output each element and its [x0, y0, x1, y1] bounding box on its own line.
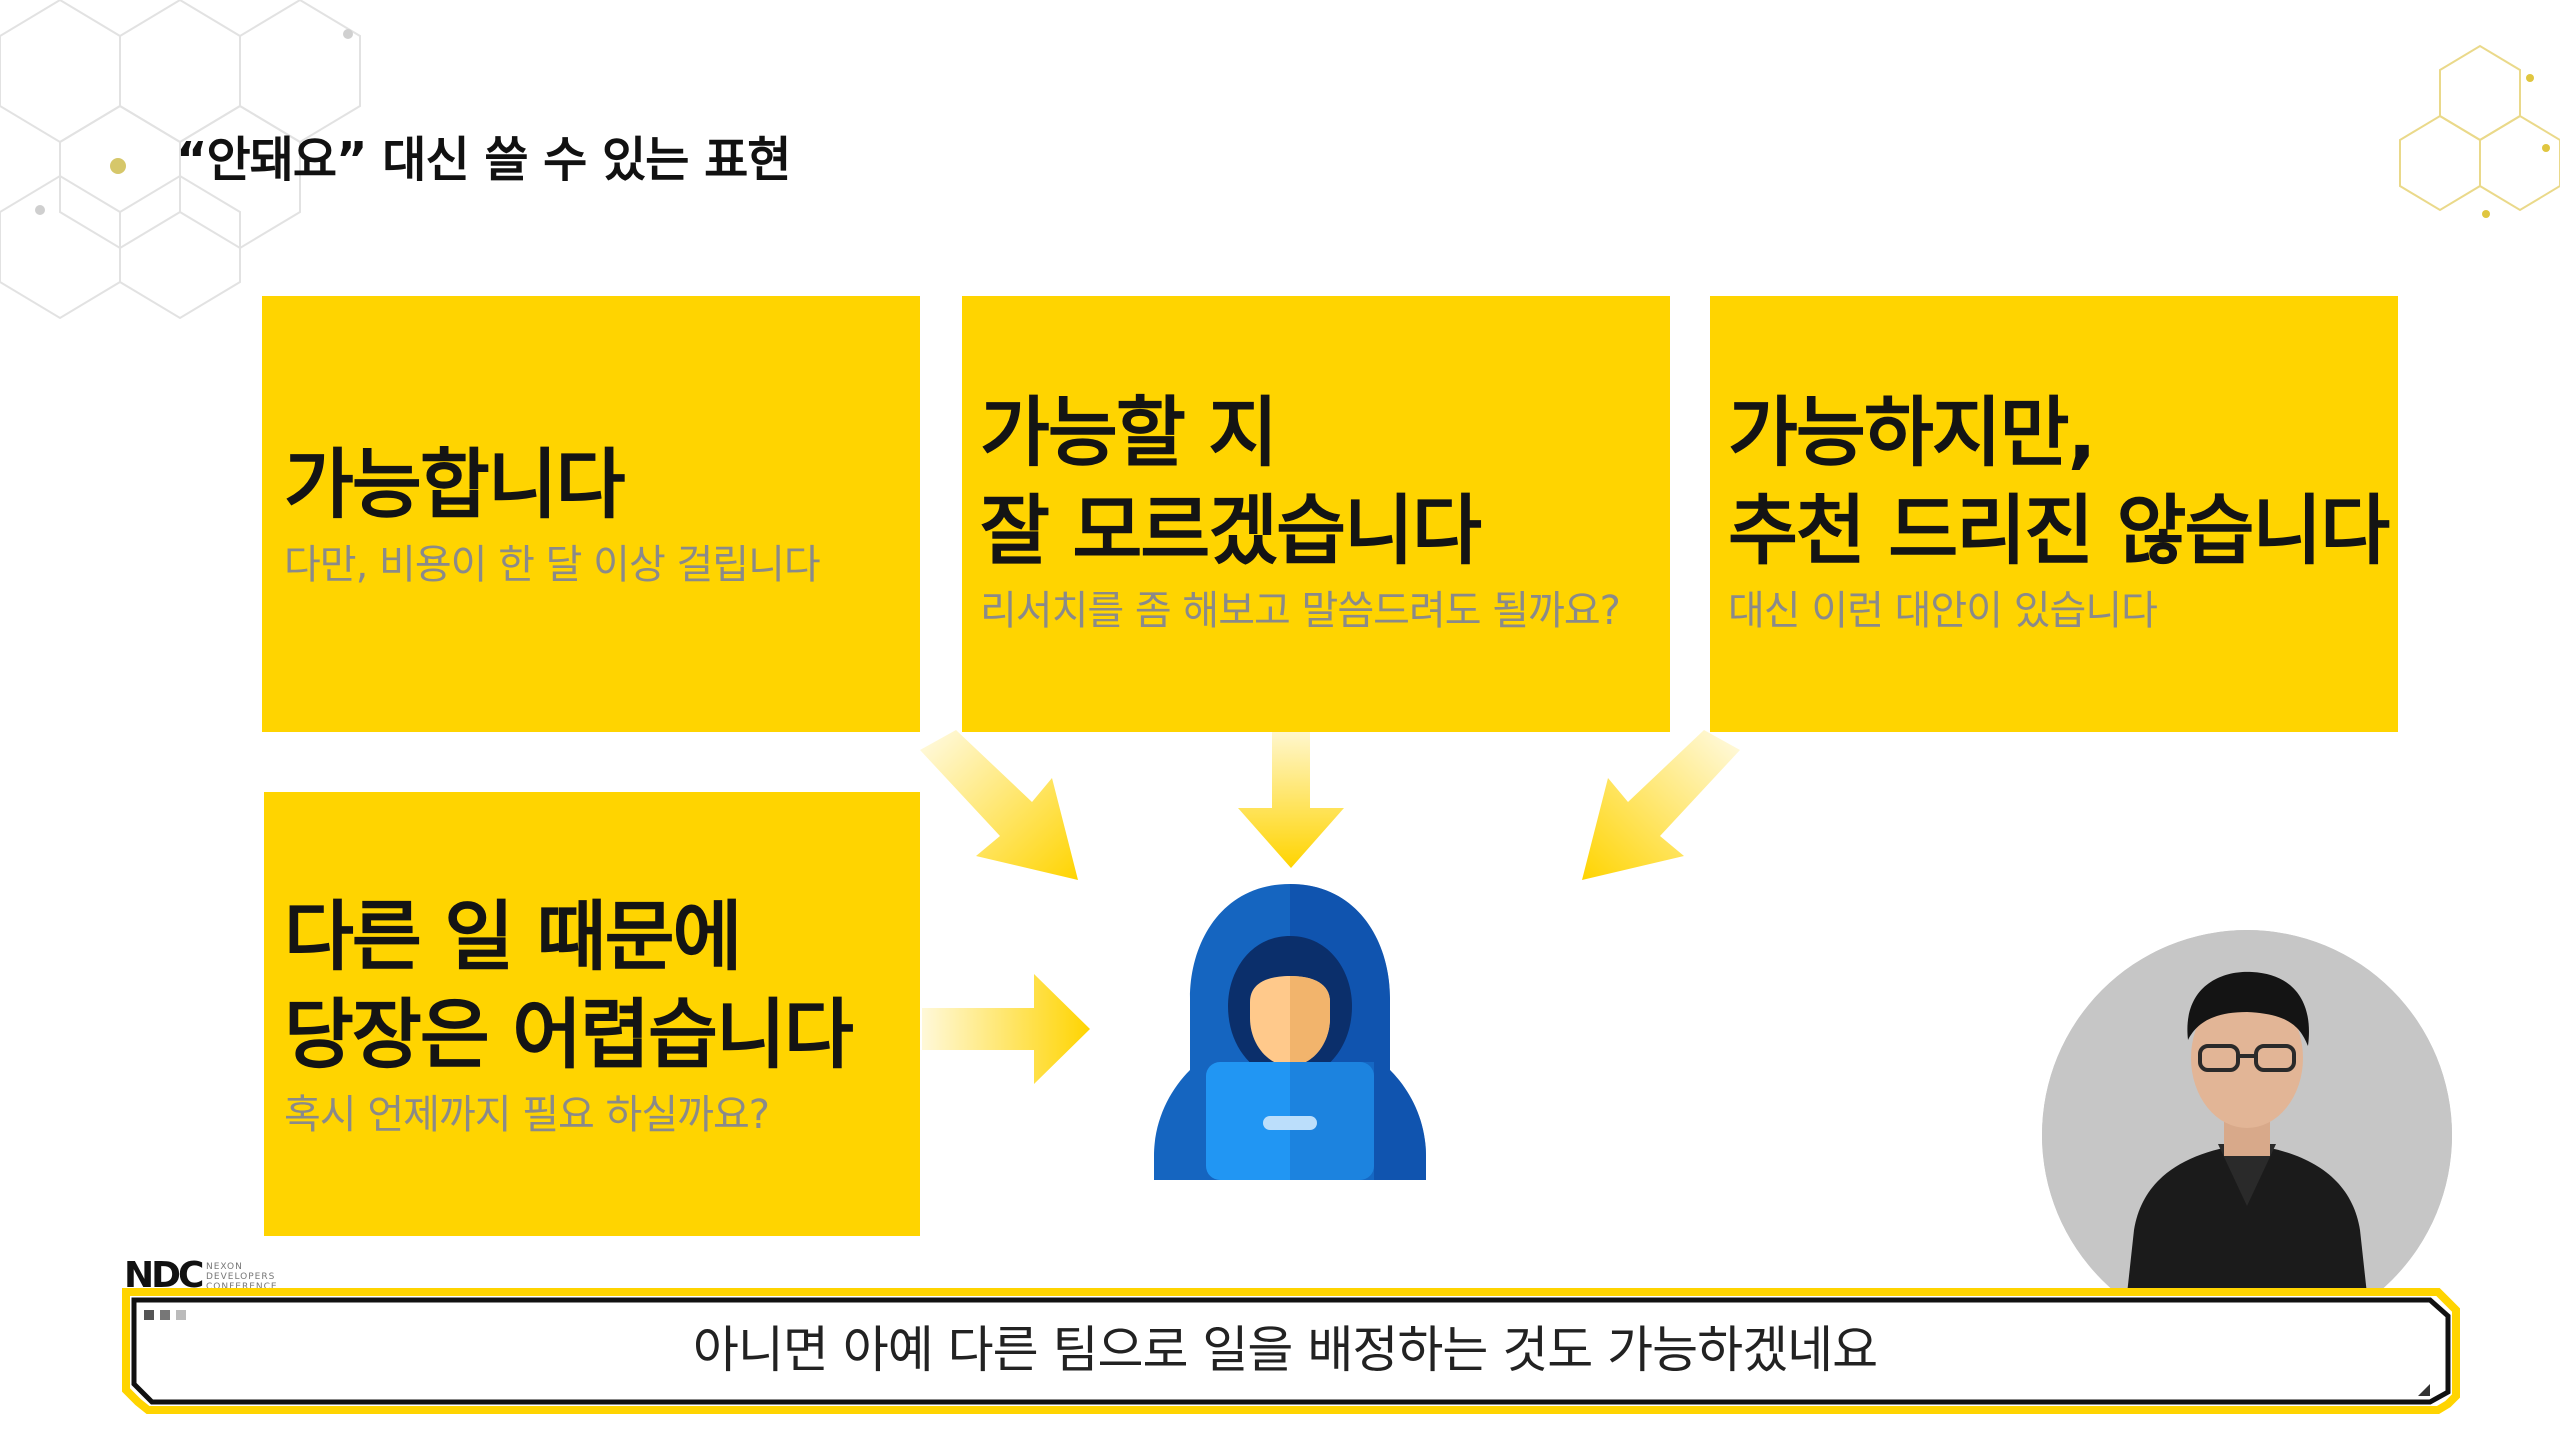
hooded-person-icon [1154, 884, 1426, 1180]
hexagon-pattern-decoration [0, 0, 361, 320]
card-heading-line: 다른 일 때문에 [284, 892, 742, 981]
ndc-logo-line: NEXON [206, 1262, 243, 1272]
card-heading-line: 가능합니다 [284, 440, 626, 529]
card-subtext: 다만, 비용이 한 달 이상 걸립니다 [284, 542, 821, 588]
arrow-icon-down [1238, 732, 1344, 868]
ndc-logo-mark: NDC [124, 1255, 204, 1296]
arrow-icon-diagonal-down-left [1582, 730, 1740, 880]
card-heading: 가능합니다 [284, 436, 920, 534]
arrow-icon-right [922, 974, 1090, 1084]
ndc-logo-line: CONFERENCE [206, 1282, 278, 1292]
subtitle-box [122, 1288, 2460, 1414]
arrow-icon-diagonal-down-right [920, 730, 1078, 880]
card-heading-line: 가능하지만, [1728, 388, 2096, 477]
option-card-not-recommended: 가능하지만, 추천 드리진 않습니다 대신 이런 대안이 있습니다 [1710, 296, 2398, 732]
card-heading: 가능할 지 잘 모르겠습니다 [980, 384, 1670, 580]
card-heading-line: 가능할 지 [980, 388, 1278, 477]
ndc-logo-line: DEVELOPERS [206, 1272, 276, 1282]
ndc-logo-subtext: NEXON DEVELOPERS CONFERENCE [206, 1262, 278, 1292]
presenter-image [2042, 930, 2452, 1340]
presenter-webcam [2042, 930, 2452, 1340]
option-card-not-sure: 가능할 지 잘 모르겠습니다 리서치를 좀 해보고 말씀드려도 될까요? [962, 296, 1670, 732]
option-card-possible: 가능합니다 다만, 비용이 한 달 이상 걸립니다 [262, 296, 920, 732]
card-heading-line: 추천 드리진 않습니다 [1728, 486, 2390, 575]
card-heading-line: 잘 모르겠습니다 [980, 486, 1482, 575]
option-card-difficult-now: 다른 일 때문에 당장은 어렵습니다 혹시 언제까지 필요 하실까요? [264, 792, 920, 1236]
card-heading: 다른 일 때문에 당장은 어렵습니다 [284, 888, 920, 1084]
card-heading-line: 당장은 어렵습니다 [284, 990, 854, 1079]
card-subtext: 대신 이런 대안이 있습니다 [1728, 588, 2158, 634]
card-subtext: 혹시 언제까지 필요 하실까요? [284, 1092, 770, 1138]
card-heading: 가능하지만, 추천 드리진 않습니다 [1728, 384, 2398, 580]
ndc-logo: NDC NEXON DEVELOPERS CONFERENCE [124, 1255, 277, 1296]
caption-text: 아니면 아예 다른 팀으로 일을 배정하는 것도 가능하겠네요 [692, 1321, 1878, 1379]
slide-title: “안돼요” 대신 쓸 수 있는 표현 [176, 132, 791, 188]
card-subtext: 리서치를 좀 해보고 말씀드려도 될까요? [980, 588, 1621, 634]
hexagon-pattern-decoration-right [2399, 44, 2560, 218]
